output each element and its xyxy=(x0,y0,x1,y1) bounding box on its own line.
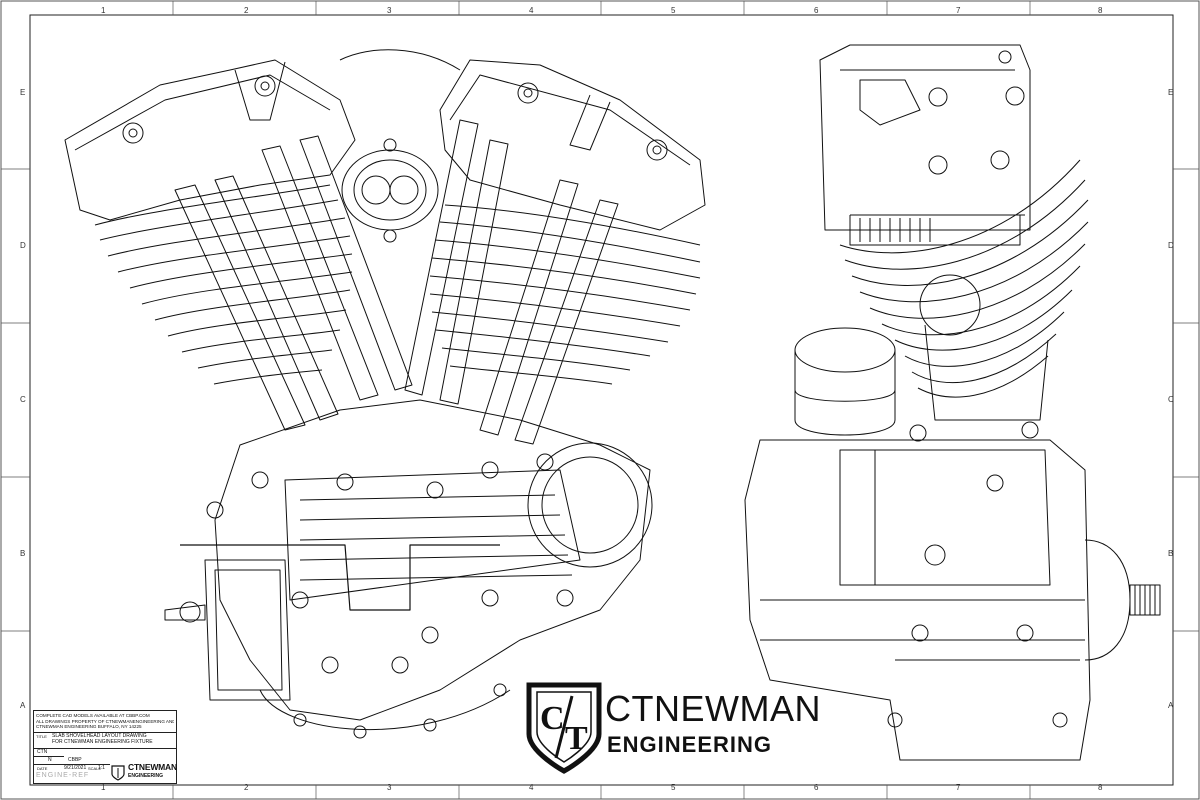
end-crankcase xyxy=(744,421,1161,761)
zone-row-e-left: E xyxy=(20,88,26,97)
row-label: DATE xyxy=(37,766,48,771)
row-value: 9/21/2021 xyxy=(64,765,87,771)
title-block-title: TITLE SLAB SHOVELHEAD LAYOUT DRAWING FOR… xyxy=(34,732,176,749)
zone-col-3-top: 3 xyxy=(387,6,392,15)
rear-cylinder-head xyxy=(64,59,356,221)
title-label: TITLE xyxy=(36,734,47,739)
zone-col-2-bottom: 2 xyxy=(244,783,249,792)
zone-row-c-right: C xyxy=(1168,395,1174,404)
row-value: 1:1 xyxy=(98,765,105,771)
drawing-reference: ENGINE-REF xyxy=(36,772,90,779)
zone-col-4-bottom: 4 xyxy=(529,783,534,792)
zone-row-a-right: A xyxy=(1168,701,1174,710)
crankcase xyxy=(214,399,653,739)
note-line: CTNEWMAN ENGINEERING BUFFALO, NY 14225 xyxy=(36,724,142,729)
intake-manifold xyxy=(339,49,461,243)
row-label: SCALE xyxy=(88,766,102,771)
zone-row-a-left: A xyxy=(20,701,26,710)
title-line: FOR CTNEWMAN ENGINEERING FIXTURE xyxy=(52,739,153,745)
end-rocker-box xyxy=(819,44,1031,246)
row-value: CBBP xyxy=(68,757,82,763)
row-label: N xyxy=(48,757,52,763)
zone-col-7-top: 7 xyxy=(956,6,961,15)
oil-pump xyxy=(164,559,291,701)
note-line: COMPLETE CAD MODELS AVAILABLE AT CBBP.CO… xyxy=(36,713,150,718)
zone-col-8-bottom: 8 xyxy=(1098,783,1103,792)
zone-col-3-bottom: 3 xyxy=(387,783,392,792)
zone-row-b-right: B xyxy=(1168,549,1174,558)
zone-col-5-bottom: 5 xyxy=(671,783,676,792)
zone-col-7-bottom: 7 xyxy=(956,783,961,792)
front-pushrods xyxy=(404,119,619,445)
end-cylinder-fins xyxy=(839,159,1089,421)
rear-pushrods xyxy=(174,135,413,431)
ctnewman-logo: C T CTNEWMAN ENGINEERING xyxy=(525,682,820,774)
crankcase-bolts xyxy=(206,453,574,674)
zone-col-8-top: 8 xyxy=(1098,6,1103,15)
title-block-notes: COMPLETE CAD MODELS AVAILABLE AT CBBP.CO… xyxy=(36,713,174,730)
zone-col-2-top: 2 xyxy=(244,6,249,15)
zone-col-4-top: 4 xyxy=(529,6,534,15)
zone-row-b-left: B xyxy=(20,549,26,558)
title-block-row-date: DATE 9/21/2021 SCALE 1:1 xyxy=(34,764,110,773)
title-block-logo: CTNEWMAN ENGINEERING xyxy=(110,762,177,781)
title-block-row-ctn: CTN xyxy=(34,748,176,757)
zone-col-6-top: 6 xyxy=(814,6,819,15)
row-label: CTN xyxy=(37,749,48,755)
logo-subtitle: ENGINEERING xyxy=(607,732,773,757)
zone-row-d-left: D xyxy=(20,241,26,250)
title-block-logo-sub: ENGINEERING xyxy=(128,773,164,779)
front-cylinder-head xyxy=(439,59,706,231)
zone-row-c-left: C xyxy=(20,395,26,404)
zone-col-1-top: 1 xyxy=(101,6,106,15)
zone-col-5-top: 5 xyxy=(671,6,676,15)
title-line: SLAB SHOVELHEAD LAYOUT DRAWING xyxy=(52,733,147,739)
title-block-logo-name: CTNEWMAN xyxy=(128,762,177,772)
end-oil-filter xyxy=(794,327,896,436)
badge-letter-c: C xyxy=(540,700,565,737)
zone-col-1-bottom: 1 xyxy=(101,783,106,792)
ct-shield-icon xyxy=(111,765,125,781)
zone-row-e-right: E xyxy=(1168,88,1174,97)
zone-row-d-right: D xyxy=(1168,241,1174,250)
zone-col-6-bottom: 6 xyxy=(814,783,819,792)
ct-shield-icon: C T xyxy=(526,682,602,774)
note-line: ALL DRAWINGS PROPERTY OF CTNEWMANENGINEE… xyxy=(36,718,174,724)
title-block: COMPLETE CAD MODELS AVAILABLE AT CBBP.CO… xyxy=(33,710,177,784)
badge-letter-t: T xyxy=(565,720,588,757)
title-block-row-number: N CBBP xyxy=(34,756,82,765)
logo-name: CTNEWMAN xyxy=(605,688,821,729)
